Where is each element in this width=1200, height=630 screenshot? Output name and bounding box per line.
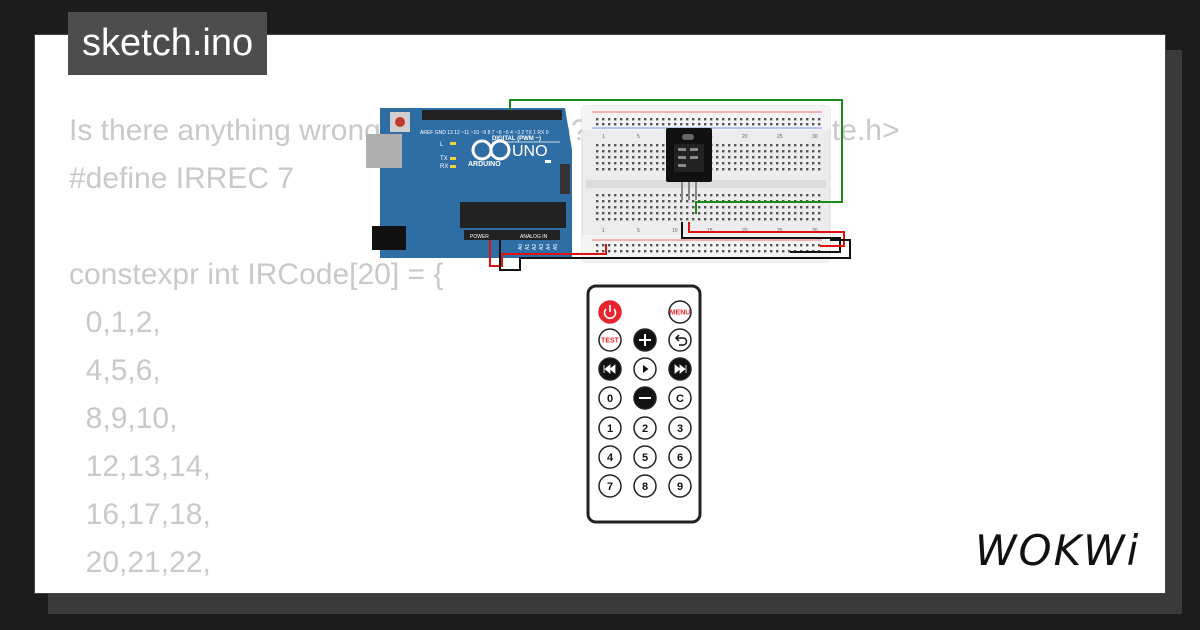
remote-button-8[interactable]: 8 [633, 474, 657, 498]
remote-button-next[interactable] [668, 357, 692, 381]
remote-button-play[interactable] [633, 357, 657, 381]
plus-icon [639, 334, 651, 346]
remote-button-5[interactable]: 5 [633, 445, 657, 469]
play-icon [643, 365, 649, 373]
arduino-model: UNO [512, 143, 548, 160]
remote-button-label: 0 [607, 393, 613, 405]
atmega-chip [460, 202, 566, 228]
remote-button-label: MENU [670, 310, 691, 317]
breadboard-col-label: 1 [602, 228, 605, 234]
remote-button-label: 5 [642, 452, 648, 464]
analog-pin-label: A1 [525, 244, 531, 250]
led-rx: RX [440, 164, 448, 170]
remote-button-label: 6 [677, 452, 683, 464]
led-l: L [440, 142, 444, 148]
breadboard-col-label: 1 [602, 134, 605, 140]
code-line: 16,17,18, [69, 498, 211, 531]
wire-signal [509, 99, 843, 214]
remote-button-menu[interactable]: MENU [668, 300, 692, 324]
remote-button-label: 1 [607, 423, 613, 435]
remote-button-4[interactable]: 4 [598, 445, 622, 469]
remote-button-0[interactable]: 0 [598, 386, 622, 410]
back-icon [674, 334, 688, 346]
remote-button-label: C [676, 393, 684, 405]
file-title: sketch.ino [68, 12, 268, 75]
analog-pin-label: A2 [532, 244, 538, 250]
breadboard-col-label: 5 [637, 228, 640, 234]
breadboard-col-label: 25 [777, 134, 783, 140]
wire-gnd-arduino [499, 239, 851, 271]
circuit-diagram: 115510101515202025253030 AREF GND 13 12 … [366, 99, 851, 271]
breadboard-col-label: 10 [672, 228, 678, 234]
analog-pin-label: A4 [546, 244, 552, 250]
wire-5v [489, 240, 607, 267]
analog-pin-label: A5 [553, 244, 559, 250]
code-line: 12,13,14, [69, 450, 211, 483]
remote-button-7[interactable]: 7 [598, 474, 622, 498]
analog-pin-label: A0 [518, 244, 524, 250]
next-icon [674, 364, 687, 374]
remote-button-c[interactable]: C [668, 386, 692, 410]
remote-button-label: 4 [607, 452, 614, 464]
led-tx: TX [440, 156, 448, 162]
ir-receiver [666, 128, 712, 200]
remote-button-3[interactable]: 3 [668, 416, 692, 440]
code-line: #define IRREC 7 [69, 162, 295, 195]
breadboard-col-label: 5 [637, 134, 640, 140]
analog-label: ANALOG IN [520, 234, 548, 240]
remote-button-1[interactable]: 1 [598, 416, 622, 440]
arduino-uno: AREF GND 13 12 ~11 ~10 ~9 8 7 ~6 ~5 4 ~3… [366, 108, 572, 258]
wire-gnd [681, 222, 841, 253]
power-analog-header [464, 230, 560, 240]
arduino-brand: ARDUINO [468, 161, 501, 168]
usb-port [366, 134, 402, 168]
previous-icon [603, 364, 616, 374]
wokwi-logo: WOKWi [975, 528, 1151, 574]
code-line: 23,24 [69, 587, 899, 593]
code-line: 20,21,22, [69, 546, 211, 579]
digital-pins-top: AREF GND 13 12 ~11 ~10 ~9 8 7 ~6 ~5 4 ~3… [420, 130, 549, 136]
code-line: 0,1,2, [69, 306, 161, 339]
remote-button-label: 9 [677, 481, 683, 493]
code-line: 8,9,10, [69, 402, 178, 435]
remote-button-test[interactable]: TEST [598, 328, 622, 352]
remote-button-label: 3 [677, 423, 683, 435]
reset-button [395, 117, 405, 127]
remote-button-label: 2 [642, 423, 648, 435]
power-label: POWER [470, 234, 489, 240]
remote-button-9[interactable]: 9 [668, 474, 692, 498]
remote-button-2[interactable]: 2 [633, 416, 657, 440]
digital-header [422, 110, 562, 120]
remote-button-label: 8 [642, 481, 648, 493]
code-line: 4,5,6, [69, 354, 161, 387]
wires [489, 99, 851, 271]
wire-vcc [688, 222, 845, 247]
power-jack [372, 226, 406, 250]
remote-button-power[interactable] [598, 300, 622, 324]
remote-button-label: TEST [601, 338, 620, 345]
analog-pin-label: A3 [539, 244, 545, 250]
remote-button-back[interactable] [668, 328, 692, 352]
remote-button-prev[interactable] [598, 357, 622, 381]
remote-button-6[interactable]: 6 [668, 445, 692, 469]
ir-remote: MENU TEST 0 C 1 2 3 4 5 6 7 8 9 [586, 284, 702, 524]
wokwi-logo-text: WOKWi [975, 526, 1141, 575]
breadboard-col-label: 30 [812, 134, 818, 140]
remote-button-+[interactable] [633, 328, 657, 352]
remote-button-label: 7 [607, 481, 613, 493]
breadboard-col-label: 20 [742, 134, 748, 140]
digital-label: DIGITAL (PWM ~) [492, 136, 541, 142]
power-icon [603, 308, 617, 320]
remote-button--[interactable] [633, 386, 657, 410]
code-line: constexpr int IRCode[20] = { [69, 258, 444, 291]
